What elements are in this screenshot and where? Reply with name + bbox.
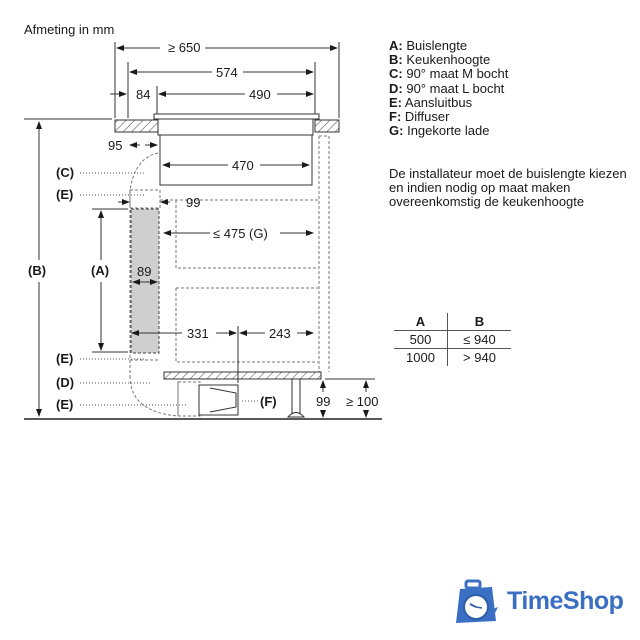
base-shelf — [163, 371, 322, 380]
legend-item: D: 90° maat L bocht — [389, 80, 505, 96]
legend: A: Buislengte B: Keukenhoogte C: 90° maa… — [389, 38, 509, 139]
svg-text:89: 89 — [137, 264, 151, 279]
svg-text:470: 470 — [232, 158, 254, 173]
dim-offset-front: 84 — [110, 87, 150, 102]
legend-item: C: 90° maat M bocht — [389, 66, 509, 82]
svg-text:(B): (B) — [28, 263, 46, 278]
callout-e2: (E) — [56, 351, 73, 366]
callout-d: (D) — [56, 375, 74, 390]
svg-text:331: 331 — [187, 326, 209, 341]
dim-duct-offset: 95 — [108, 138, 158, 153]
svg-text:≥ 100: ≥ 100 — [346, 394, 378, 409]
legend-item: B: Keukenhoogte — [389, 52, 491, 68]
dim-floor-rear: 243 — [239, 326, 314, 341]
cabinet-leg — [286, 378, 306, 418]
hob-glass — [153, 113, 320, 120]
svg-text:490: 490 — [249, 87, 271, 102]
dim-pipe-length: (A) — [91, 208, 128, 353]
duct-pipe — [130, 208, 160, 354]
dim-unit-depth: 490 — [158, 87, 314, 102]
svg-text:≤ 475 (G): ≤ 475 (G) — [213, 226, 268, 241]
svg-text:574: 574 — [216, 65, 238, 80]
svg-text:243: 243 — [269, 326, 291, 341]
dim-unit-body: 470 — [162, 158, 310, 173]
callout-e1: (E) — [56, 187, 73, 202]
hob-unit — [157, 118, 314, 186]
svg-text:(A): (A) — [91, 263, 109, 278]
dim-drawer-depth: ≤ 475 (G) — [163, 226, 314, 241]
svg-text:≥ 650: ≥ 650 — [168, 40, 200, 55]
worktop — [114, 119, 340, 133]
dim-duct-width: 89 — [132, 264, 158, 285]
callout-f: (F) — [260, 394, 277, 409]
dim-floor-front: 331 — [131, 326, 237, 341]
legend-item: E: Aansluitbus — [389, 94, 473, 110]
dim-hob-depth: 574 — [129, 65, 314, 80]
brand-logo[interactable]: TimeShop — [452, 577, 640, 633]
installer-note: De installateur moet de buislengte kieze… — [389, 166, 627, 210]
dim-kitchen-height: (B) — [24, 118, 112, 417]
callout-c: (C) — [56, 165, 74, 180]
svg-text:95: 95 — [108, 138, 122, 153]
legend-item: G: Ingekorte lade — [389, 123, 490, 139]
dim-total-depth: ≥ 650 — [116, 40, 338, 55]
svg-text:84: 84 — [136, 87, 150, 102]
dim-duct-gap: 99 — [118, 195, 200, 210]
callout-e3: (E) — [56, 397, 73, 412]
dim-plinth-height: 99 ≥ 100 — [316, 378, 378, 418]
legend-item: F: Diffuser — [389, 109, 450, 125]
svg-text:99: 99 — [316, 394, 330, 409]
page-title: Afmeting in mm — [24, 22, 115, 37]
diffuser — [198, 384, 239, 416]
clock-bag-icon — [456, 579, 498, 623]
brand-name: TimeShop — [507, 587, 624, 615]
legend-item: A: Buislengte — [389, 38, 468, 53]
svg-text:99: 99 — [186, 195, 200, 210]
